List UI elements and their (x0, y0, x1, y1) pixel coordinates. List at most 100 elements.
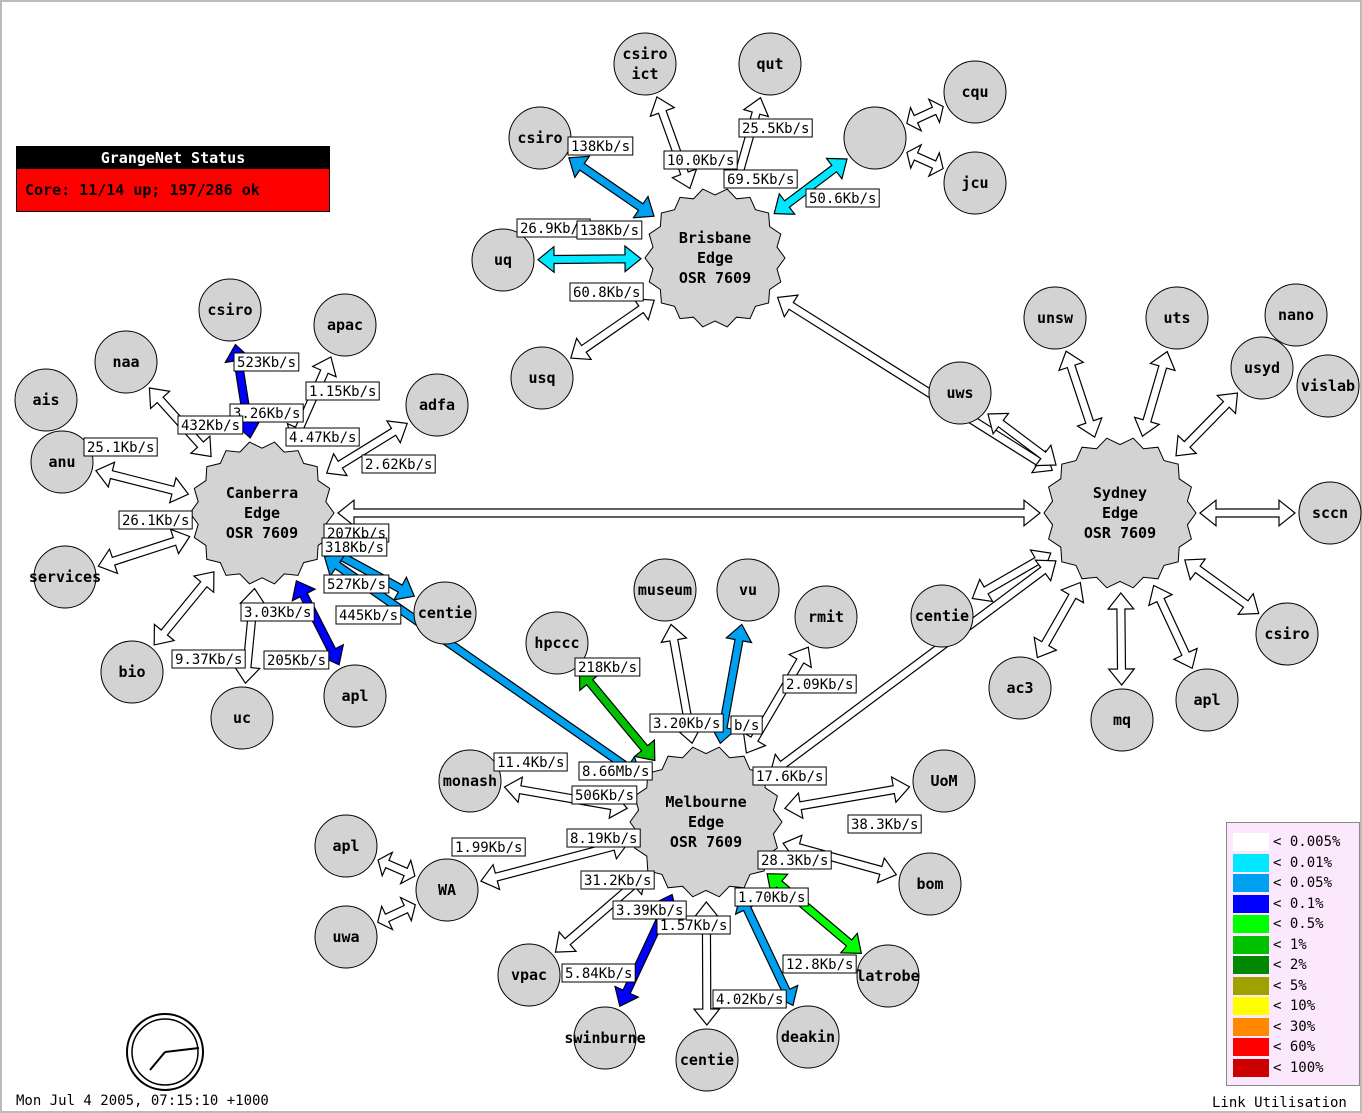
legend-title: Link Utilisation (1212, 1095, 1347, 1111)
link-label-text: 1.99Kb/s (455, 840, 522, 856)
node-m-apl[interactable]: apl (314, 814, 378, 878)
node-m-wa[interactable]: WA (415, 858, 479, 922)
node-c-apl[interactable]: apl (323, 664, 387, 728)
link-melbourne-m-uom[interactable] (783, 775, 911, 820)
node-m-uom[interactable]: UoM (912, 749, 976, 813)
link-sydney-s-unsw[interactable] (1058, 350, 1103, 439)
node-c-adfa[interactable]: adfa (405, 373, 469, 437)
link-brisbane-b-usq[interactable] (570, 298, 655, 361)
site-node-shape (314, 814, 378, 878)
node-m-monash[interactable]: monash (438, 749, 502, 813)
link-label: 25.5Kb/s (738, 118, 813, 138)
node-m-museum[interactable]: museum (633, 558, 697, 622)
link-brisbane-sydney[interactable] (776, 294, 1054, 474)
node-b-hub[interactable] (843, 106, 907, 170)
node-b-qut[interactable]: qut (738, 32, 802, 96)
node-label: centie (680, 1051, 734, 1069)
node-b-jcu[interactable]: jcu (943, 151, 1007, 215)
node-c-naa[interactable]: naa (94, 330, 158, 394)
node-c-anu[interactable]: anu (30, 430, 94, 494)
node-s-apl[interactable]: apl (1175, 668, 1239, 732)
node-c-services[interactable]: services (29, 545, 101, 609)
legend-swatch (1233, 956, 1269, 974)
link-sydney-s-sccn[interactable] (1199, 498, 1296, 528)
node-s-usyd[interactable]: usyd (1230, 336, 1294, 400)
link-brisbane-b-uq[interactable] (537, 244, 642, 274)
node-m-latrobe[interactable]: latrobe (856, 944, 920, 1008)
link-canberra-c-anu[interactable] (94, 461, 190, 504)
router-node-shape (1043, 437, 1197, 589)
link-label: 8.66Mb/s (578, 761, 653, 781)
link-sydney-s-apl[interactable] (1148, 584, 1198, 670)
node-label: ais (32, 391, 59, 409)
node-s-vislab[interactable]: vislab (1296, 354, 1360, 418)
node-b-usq[interactable]: usq (510, 346, 574, 410)
link-sydney-s-uts[interactable] (1133, 350, 1177, 438)
link-canberra-sydney[interactable] (337, 498, 1041, 528)
node-s-ac3[interactable]: ac3 (988, 656, 1052, 720)
link-sydney-s-mq[interactable] (1106, 592, 1136, 686)
node-m-swinburne[interactable]: swinburne (564, 1006, 646, 1070)
legend-label: < 0.05% (1273, 875, 1333, 891)
node-s-mq[interactable]: mq (1090, 688, 1154, 752)
node-label: Canberra (226, 484, 298, 502)
node-m-uwa[interactable]: uwa (314, 905, 378, 969)
site-node-shape (738, 32, 802, 96)
link-sydney-s-usyd[interactable] (1175, 392, 1239, 457)
link-m-wa-m-apl[interactable] (377, 850, 416, 886)
link-brisbane-b-hub[interactable] (773, 157, 848, 215)
link-canberra-c-services[interactable] (97, 528, 191, 575)
node-label: usq (528, 369, 555, 387)
node-label: csiro (207, 301, 252, 319)
node-s-csiro[interactable]: csiro (1255, 602, 1319, 666)
node-c-apac[interactable]: apac (313, 293, 377, 357)
node-s-centie[interactable]: centie (910, 584, 974, 648)
link-canberra-c-apl[interactable] (291, 579, 345, 666)
legend-label: < 10% (1273, 998, 1316, 1014)
link-label: 3.03Kb/s (240, 602, 315, 622)
link-sydney-s-uws[interactable] (987, 412, 1057, 467)
node-s-nano[interactable]: nano (1264, 283, 1328, 347)
site-node-shape (413, 581, 477, 645)
node-b-csiro[interactable]: csiro (508, 106, 572, 170)
legend-swatch (1233, 1038, 1269, 1056)
site-node-shape (898, 852, 962, 916)
node-label: uq (494, 251, 512, 269)
node-m-bom[interactable]: bom (898, 852, 962, 916)
node-m-hpccc[interactable]: hpccc (525, 611, 589, 675)
node-m-vpac[interactable]: vpac (497, 943, 561, 1007)
link-b-hub-b-jcu[interactable] (906, 143, 944, 178)
link-m-wa-m-uwa[interactable] (376, 896, 417, 931)
node-label: ict (631, 65, 658, 83)
node-m-deakin[interactable]: deakin (776, 1005, 840, 1069)
node-c-bio[interactable]: bio (100, 640, 164, 704)
node-b-cqu[interactable]: cqu (943, 60, 1007, 124)
node-s-uws[interactable]: uws (928, 361, 992, 425)
node-b-uq[interactable]: uq (471, 228, 535, 292)
link-brisbane-b-csiro[interactable] (568, 155, 655, 219)
node-c-centie[interactable]: centie (413, 581, 477, 645)
link-b-hub-b-cqu[interactable] (906, 97, 944, 133)
node-c-csiro[interactable]: csiro (198, 278, 262, 342)
link-canberra-c-adfa[interactable] (325, 420, 409, 477)
link-sydney-s-ac3[interactable] (1033, 581, 1085, 659)
node-m-vu[interactable]: vu (716, 558, 780, 622)
node-c-ais[interactable]: ais (14, 368, 78, 432)
node-m-rmit[interactable]: rmit (794, 585, 858, 649)
node-s-unsw[interactable]: unsw (1023, 286, 1087, 350)
site-node-shape (323, 664, 387, 728)
link-sydney-s-csiro[interactable] (1184, 558, 1260, 616)
node-s-uts[interactable]: uts (1145, 286, 1209, 350)
node-c-uc[interactable]: uc (210, 686, 274, 750)
link-label-text: 69.5Kb/s (727, 172, 794, 188)
link-canberra-c-bio[interactable] (153, 571, 215, 646)
link-label-text: 60.8Kb/s (573, 285, 640, 301)
node-s-sccn[interactable]: sccn (1298, 481, 1362, 545)
node-m-centie[interactable]: centie (675, 1028, 739, 1092)
legend-swatch (1233, 1017, 1269, 1036)
